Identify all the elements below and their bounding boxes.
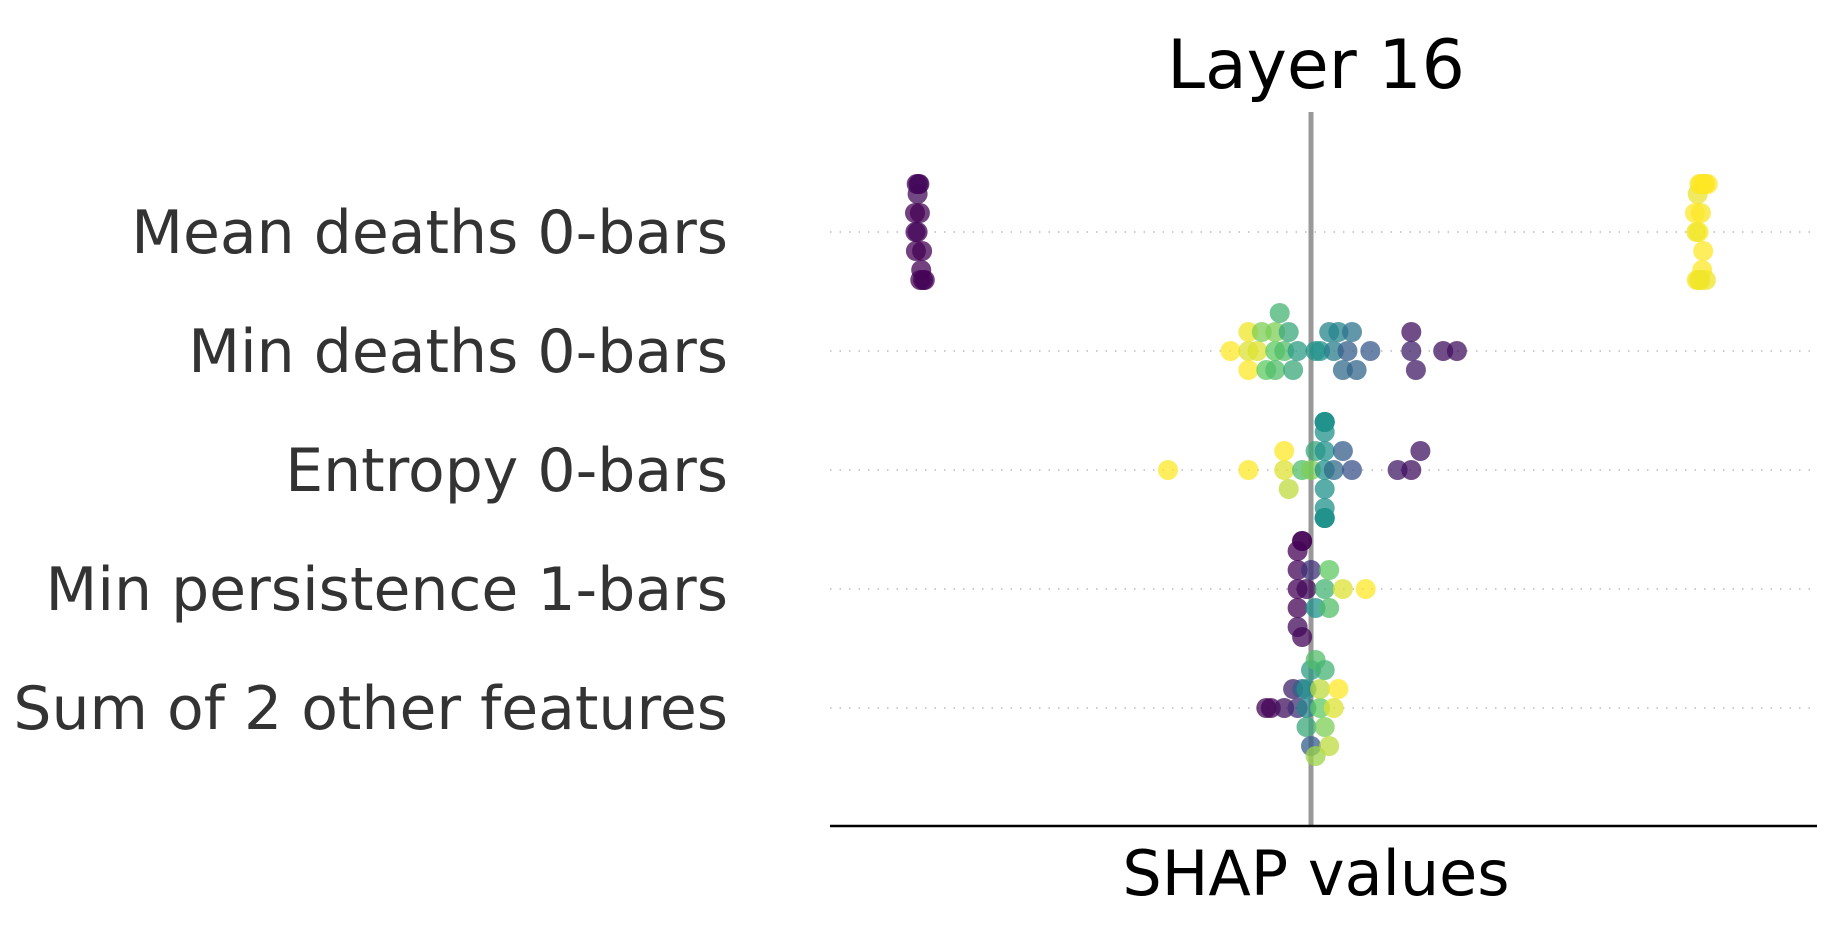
shap-point bbox=[1446, 341, 1467, 361]
shap-point bbox=[1220, 341, 1241, 361]
shap-point bbox=[1314, 660, 1335, 680]
shap-point bbox=[908, 174, 929, 194]
shap-point bbox=[1401, 341, 1422, 361]
feature-label: Sum of 2 other features bbox=[13, 674, 728, 744]
shap-point bbox=[1247, 341, 1268, 361]
shap-point bbox=[1158, 460, 1178, 480]
shap-point bbox=[1274, 460, 1295, 480]
shap-point bbox=[1314, 717, 1335, 737]
shap-point bbox=[1323, 698, 1344, 718]
shap-point bbox=[1238, 360, 1259, 380]
shap-point bbox=[1355, 579, 1376, 599]
shap-point bbox=[1314, 441, 1335, 461]
shap-point bbox=[1296, 579, 1317, 599]
shap-point bbox=[1319, 598, 1340, 618]
shap-point bbox=[1310, 679, 1331, 699]
shap-point bbox=[1337, 341, 1358, 361]
shap-point bbox=[1274, 441, 1295, 461]
shap-point bbox=[1314, 412, 1335, 432]
shap-point bbox=[1332, 441, 1353, 461]
shap-point bbox=[905, 241, 926, 261]
shap-point bbox=[1314, 508, 1335, 528]
shap-point bbox=[1310, 341, 1331, 361]
shap-point bbox=[1278, 479, 1299, 499]
shap-point bbox=[1310, 698, 1331, 718]
shap-point bbox=[1287, 341, 1308, 361]
shap-point bbox=[1342, 460, 1362, 480]
shap-point bbox=[1410, 441, 1431, 461]
shap-point bbox=[1433, 341, 1454, 361]
shap-point bbox=[1314, 479, 1335, 499]
shap-point bbox=[1283, 360, 1304, 380]
shap-point bbox=[1323, 341, 1344, 361]
shap-point bbox=[1238, 460, 1259, 480]
feature-label: Mean deaths 0-bars bbox=[131, 198, 728, 268]
shap-point bbox=[1292, 531, 1313, 551]
shap-point bbox=[1301, 460, 1321, 480]
shap-point bbox=[1323, 460, 1344, 480]
chart-title: Layer 16 bbox=[1167, 26, 1465, 105]
shap-point bbox=[1278, 322, 1299, 342]
shap-point bbox=[1685, 203, 1705, 223]
shap-point bbox=[1319, 560, 1340, 580]
feature-label: Min deaths 0-bars bbox=[188, 317, 728, 387]
shap-point bbox=[1401, 322, 1422, 342]
shap-point bbox=[1693, 241, 1714, 261]
shap-point bbox=[1360, 341, 1381, 361]
shap-point bbox=[1401, 460, 1422, 480]
shap-point bbox=[1342, 322, 1362, 342]
shap-point bbox=[1686, 222, 1707, 242]
shap-point bbox=[1319, 736, 1340, 756]
x-axis-label: SHAP values bbox=[1122, 837, 1509, 910]
shap-point bbox=[1314, 579, 1335, 599]
shap-point bbox=[1296, 717, 1317, 737]
shap-point bbox=[1269, 303, 1290, 323]
shap-points bbox=[905, 174, 1718, 766]
shap-point bbox=[1301, 560, 1321, 580]
shap-point bbox=[905, 222, 926, 242]
shap-point bbox=[905, 203, 925, 223]
shap-point bbox=[1332, 360, 1353, 380]
shap-point bbox=[1346, 360, 1367, 380]
shap-point bbox=[1690, 270, 1711, 290]
shap-point bbox=[1387, 460, 1408, 480]
feature-label: Entropy 0-bars bbox=[285, 436, 728, 506]
feature-label: Min persistence 1-bars bbox=[46, 555, 728, 625]
shap-point bbox=[1405, 360, 1426, 380]
shap-point bbox=[1292, 627, 1313, 647]
shap-point bbox=[1328, 679, 1349, 699]
shap-point bbox=[1332, 579, 1353, 599]
shap-point bbox=[910, 270, 931, 290]
shap-point bbox=[1265, 360, 1286, 380]
shap-point bbox=[1287, 598, 1308, 618]
shap-point bbox=[1697, 174, 1718, 194]
